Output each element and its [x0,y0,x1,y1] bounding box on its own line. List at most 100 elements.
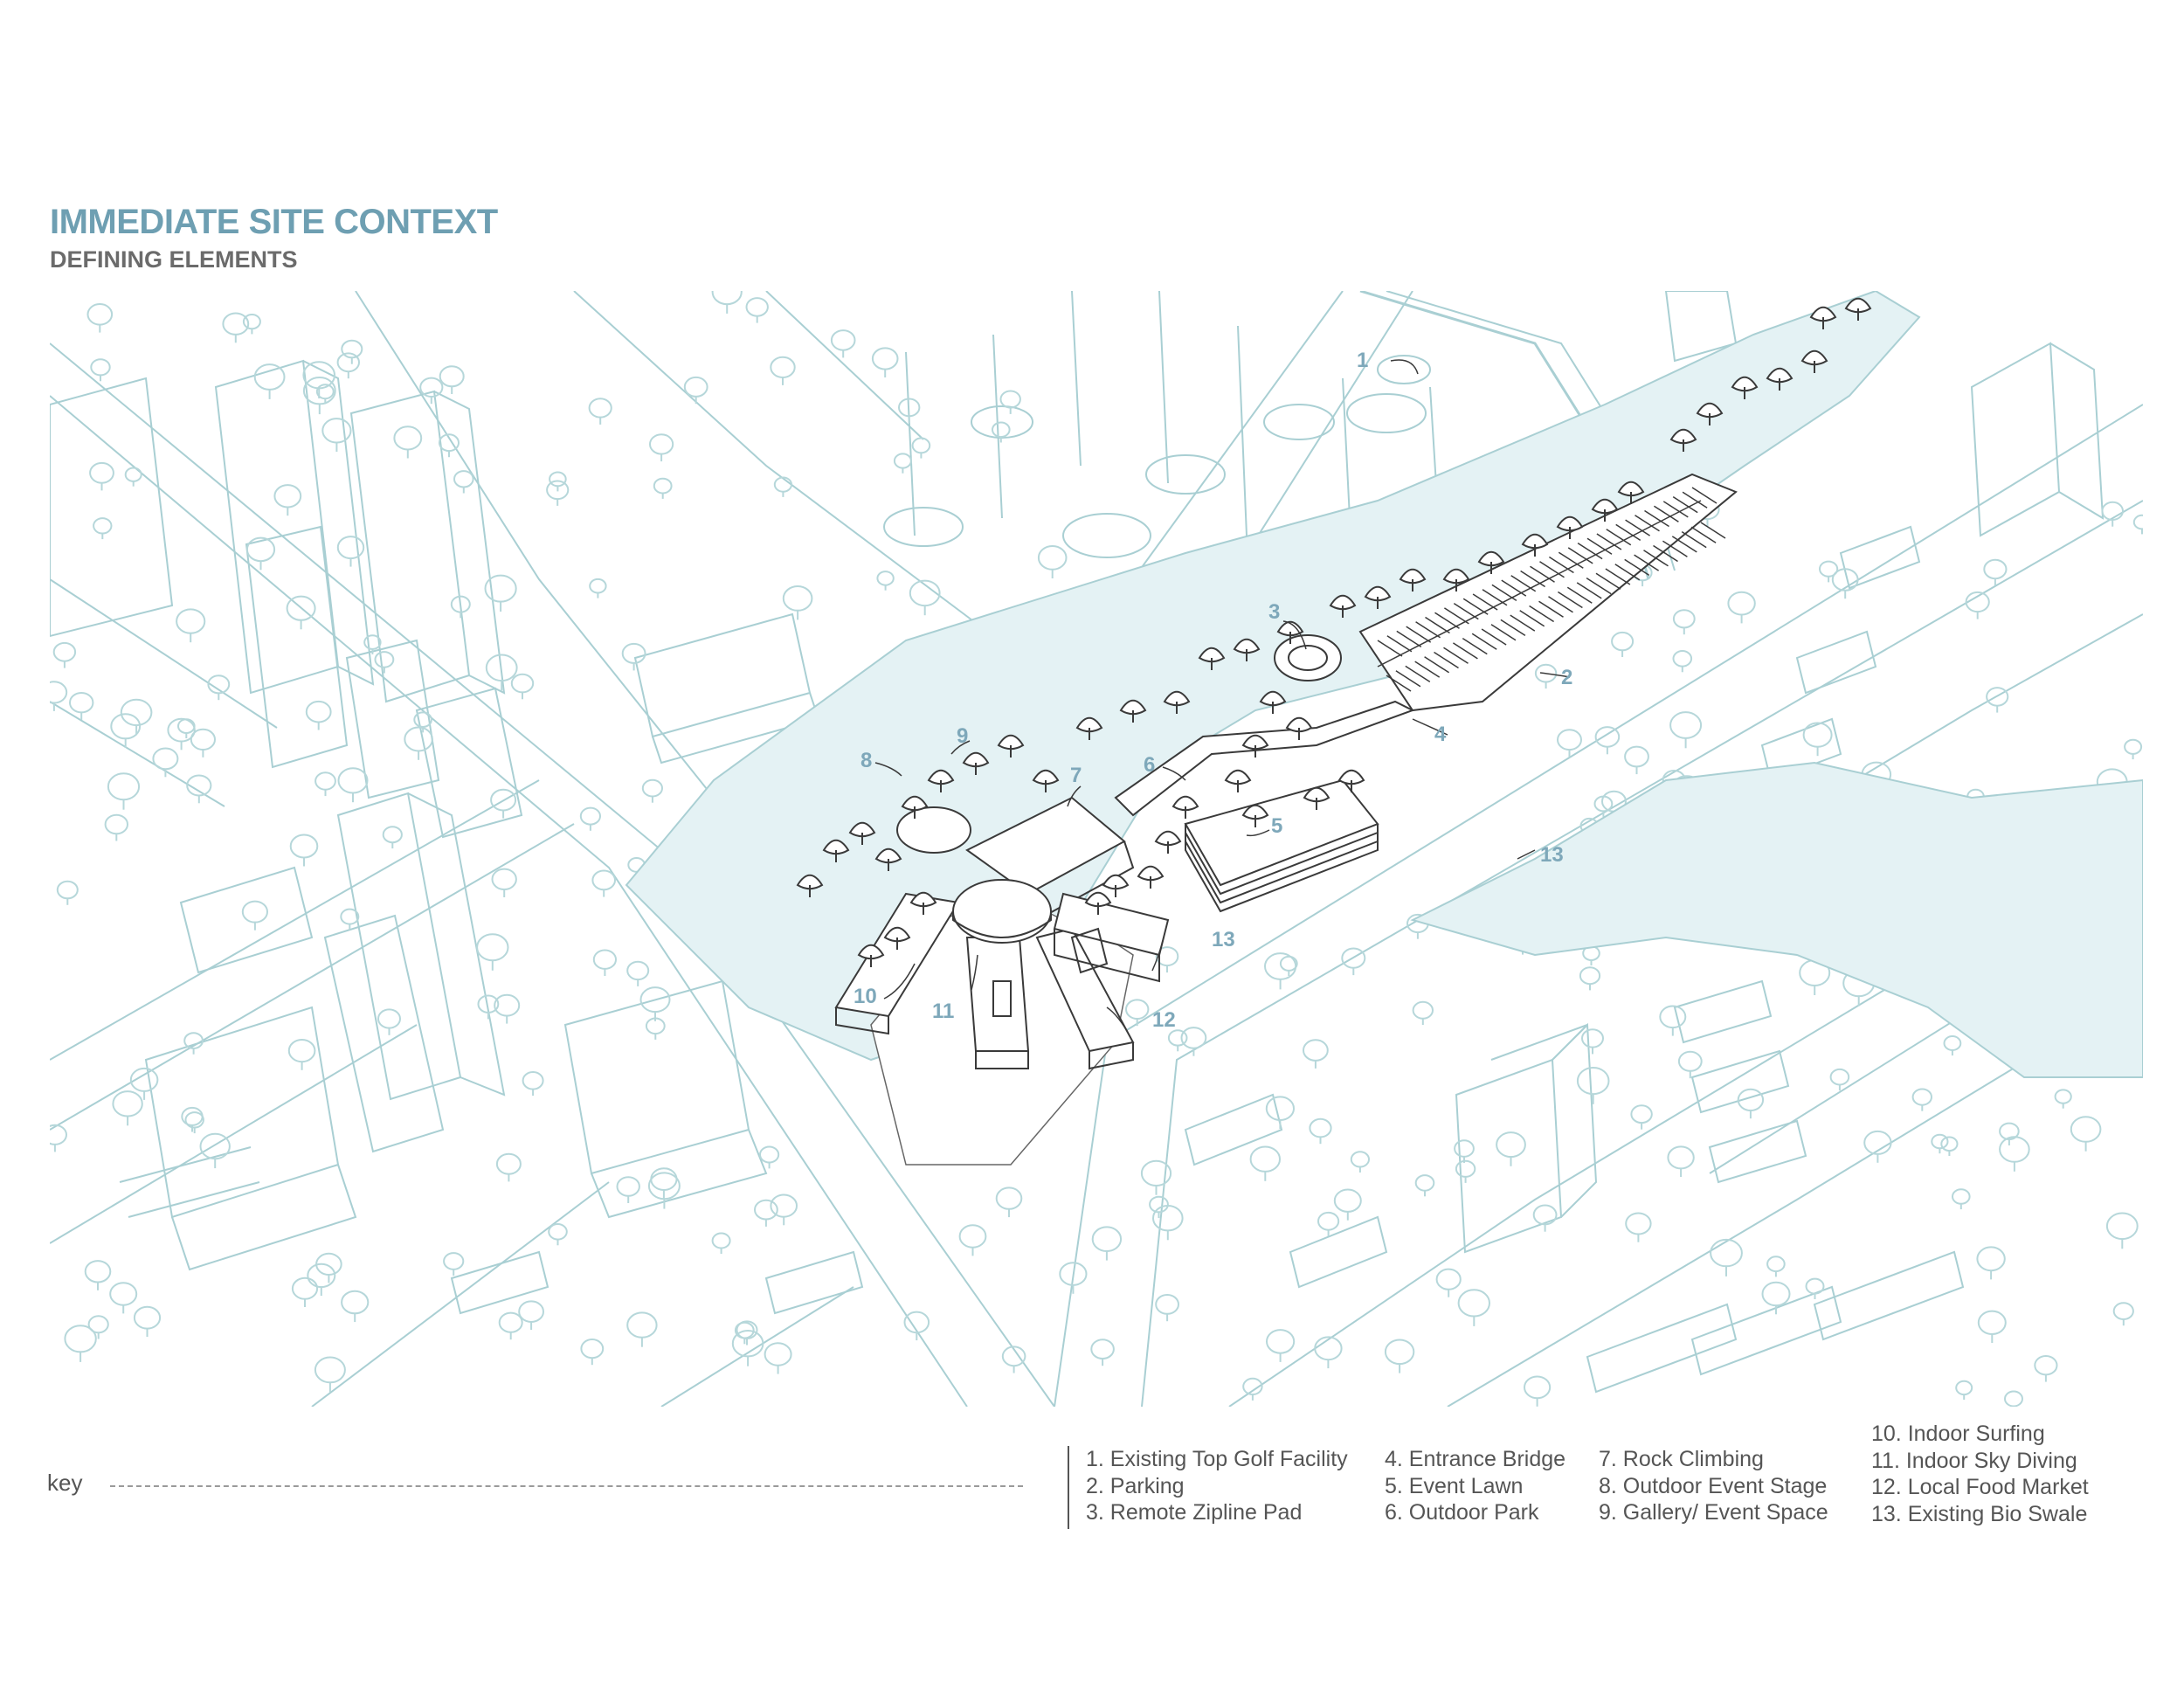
context-tree [124,467,142,482]
callout-number: 7 [1070,764,1082,787]
context-tree [522,1071,544,1090]
parking-stall-line [1443,607,1469,625]
context-tree [374,651,395,668]
key-column-1: 1. Existing Top Golf Facility 2. Parking… [1086,1446,1348,1526]
bio-swale-area [625,291,2143,1078]
context-tree [1625,1212,1652,1235]
site-tree [1276,620,1304,637]
context-tree [893,453,912,469]
context-tree [510,673,535,694]
context-tree [876,571,895,586]
key-divider-dashed [110,1485,1023,1487]
key-column-3: 7. Rock Climbing 8. Outdoor Event Stage … [1599,1446,1828,1526]
context-tree [314,771,336,791]
callout-number: 10 [854,985,877,1008]
key-divider-bar [1068,1446,1069,1529]
context-tree [2004,1390,2023,1407]
parking-stall-line [1395,670,1421,688]
context-tree [321,418,352,444]
parking-stall-line [1424,656,1450,674]
site-tree [1119,699,1147,716]
context-tree [1333,1188,1362,1213]
parking-aisle [1377,500,1702,668]
context-tree [999,390,1021,409]
site-tree [1696,402,1724,419]
context-tree [1090,1339,1115,1359]
parking-stall-line [1576,582,1602,599]
context-tree [2054,1089,2072,1104]
parking-stall-line [1406,626,1432,643]
context-tree [336,536,365,560]
parking-stall-line [1519,610,1545,627]
context-tree [548,1223,568,1241]
context-tree [1149,1195,1169,1214]
parking-stall-line [1386,635,1413,653]
context-tree [453,470,474,488]
site-tree [1399,568,1427,585]
parking-stall-line [1414,661,1441,678]
parking-stall-line [1662,501,1689,518]
context-tree [253,363,286,391]
context-tree [1037,545,1068,571]
context-tree [107,772,141,801]
parking-stall-line [1614,564,1641,581]
context-tree [2105,1212,2139,1241]
site-tree [909,891,937,908]
context-tree [1524,1375,1552,1400]
context-tree [484,574,517,603]
context-tree [1911,1088,1933,1106]
callout-number: 3 [1268,600,1280,624]
parking-stall-line [1644,509,1669,528]
context-tree [377,1008,401,1029]
context-tree [782,585,813,612]
parking-stall-line [1643,550,1669,567]
site-tree [1303,786,1330,803]
context-tree [1317,1211,1340,1231]
context-tree [1309,1117,1332,1138]
key-column-4: 10. Indoor Surfing 11. Indoor Sky Diving… [1871,1421,2089,1527]
key-item: 9. Gallery/ Event Space [1599,1500,1828,1525]
parking-stall-line [1700,522,1726,539]
context-tree [616,1176,640,1197]
parking-stall-line [1671,536,1697,553]
parking-stall-line [1396,630,1422,648]
context-tree [641,778,664,798]
context-tree [495,1152,522,1175]
site-tree [1844,297,1872,314]
context-tree [711,1232,731,1249]
context-tree [1977,1310,2007,1336]
site-tree [1364,585,1392,602]
context-tree [830,329,856,351]
context-tree [592,949,618,970]
context-tree [177,718,196,735]
context-tree [1659,1005,1687,1029]
context-tree [340,908,360,925]
callout-number: 8 [860,749,872,772]
site-tree [1137,865,1165,882]
context-tree [241,900,268,924]
context-tree [626,1311,658,1339]
context-tree [133,1305,162,1330]
parking-stall-line [1634,554,1660,571]
context-tree [995,1186,1023,1210]
key-item: 13. Existing Bio Swale [1871,1501,2088,1526]
context-tree [1669,711,1703,739]
parking-stall-line [1481,628,1507,646]
context-tree [273,484,302,508]
context-tree [393,425,423,451]
context-tree [314,1356,346,1384]
site-tree [874,847,902,864]
context-tree [69,692,94,714]
context-tree [1532,1204,1558,1226]
context-tree [773,476,793,493]
parking-stall-line [1662,540,1688,557]
parking-stall-line [1500,619,1526,637]
parking-stall-line [1377,640,1403,657]
context-tree [2132,514,2143,530]
parking-stall-line [1625,519,1651,536]
key-label: key [47,1470,83,1496]
context-tree [1581,1028,1604,1048]
context-tree [1624,745,1649,768]
context-tree [683,376,708,398]
